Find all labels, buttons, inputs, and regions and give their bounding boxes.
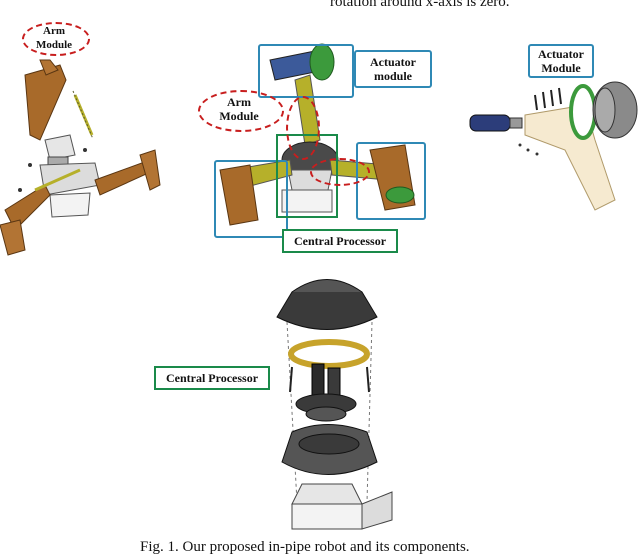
- actuator-box-top: [258, 44, 354, 98]
- arm-module-center-ellipse: [198, 90, 284, 132]
- actuator-module-right-label: Actuator Module: [528, 44, 594, 78]
- arm-ellipse-center-right: [310, 158, 370, 186]
- figure-caption: Fig. 1. Our proposed in-pipe robot and i…: [140, 539, 470, 555]
- central-processor-bottom-label: Central Processor: [154, 366, 270, 390]
- arm-module-exploded-illustration: [0, 59, 161, 256]
- central-processor-top-label: Central Processor: [282, 229, 398, 253]
- actuator-module-exploded-illustration: [469, 81, 638, 211]
- actuator-box-left: [214, 160, 288, 238]
- arm-module-left-ellipse: [22, 22, 90, 56]
- central-processor-exploded-illustration: [276, 279, 393, 530]
- header-partial-text: rotation around x-axis is zero.: [330, 0, 510, 10]
- arm-ellipse-center-top: [286, 96, 320, 160]
- arm-module-left-label: Arm Module: [35, 25, 73, 51]
- arm-module-center-label: Arm Module: [219, 95, 259, 123]
- actuator-box-right: [356, 142, 426, 220]
- actuator-module-center-label: Actuator module: [354, 50, 432, 88]
